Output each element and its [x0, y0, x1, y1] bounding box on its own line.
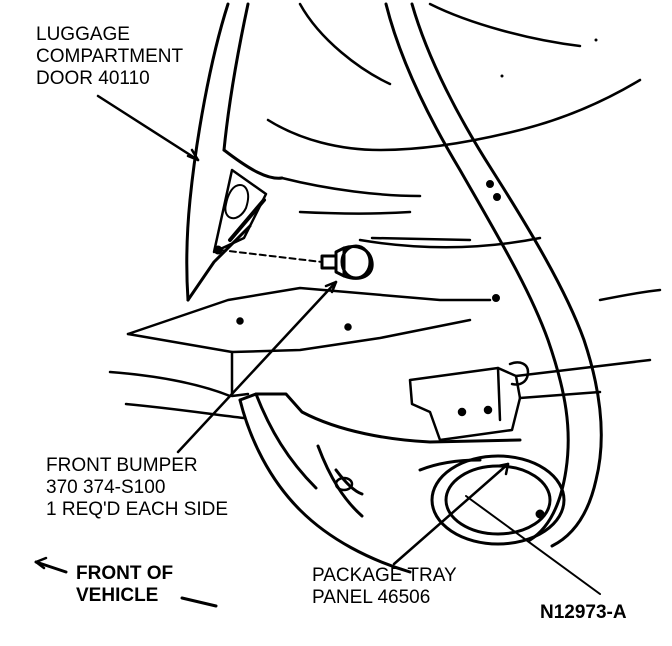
deck-panel: [108, 286, 492, 420]
front-of-vehicle-label-line-2: VEHICLE: [76, 585, 159, 606]
mounting-bracket: [408, 358, 652, 442]
package-tray-label-line-1: PACKAGE TRAY: [312, 565, 457, 586]
body-frame-curve: [384, 2, 603, 548]
front-bumper-label: FRONT BUMPER 370 374-S100 1 REQ'D EACH S…: [46, 455, 228, 521]
front-direction-arrow: [34, 556, 218, 608]
figure-id-label: N12973-A: [540, 602, 627, 623]
specks: [500, 38, 598, 78]
upper-body-lines: [266, 2, 662, 302]
luggage-door-panel: [185, 2, 284, 302]
front-bumper-label-line-3: 1 REQ'D EACH SIDE: [46, 499, 229, 520]
front-of-vehicle-label: FRONT OF VEHICLE: [76, 563, 173, 607]
luggage-door-label-line-3: DOOR 40110: [36, 68, 150, 89]
package-tray-flange: [238, 392, 522, 574]
package-tray-label: PACKAGE TRAY PANEL 46506: [312, 565, 457, 609]
tray-access-hole: [418, 454, 566, 546]
luggage-door-label: LUGGAGE COMPARTMENT DOOR 40110: [36, 24, 183, 90]
luggage-door-label-line-1: LUGGAGE: [36, 24, 130, 45]
front-bumper-label-line-1: FRONT BUMPER: [46, 455, 198, 476]
package-tray-label-line-2: PANEL 46506: [312, 587, 431, 608]
luggage-door-label-line-2: COMPARTMENT: [36, 46, 184, 67]
front-of-vehicle-label-line-1: FRONT OF: [76, 563, 174, 584]
front-bumper-label-line-2: 370 374-S100: [46, 477, 166, 498]
front-bumper-part: [219, 244, 374, 280]
screw-hole: [334, 476, 354, 492]
leader-lines: [96, 94, 601, 595]
